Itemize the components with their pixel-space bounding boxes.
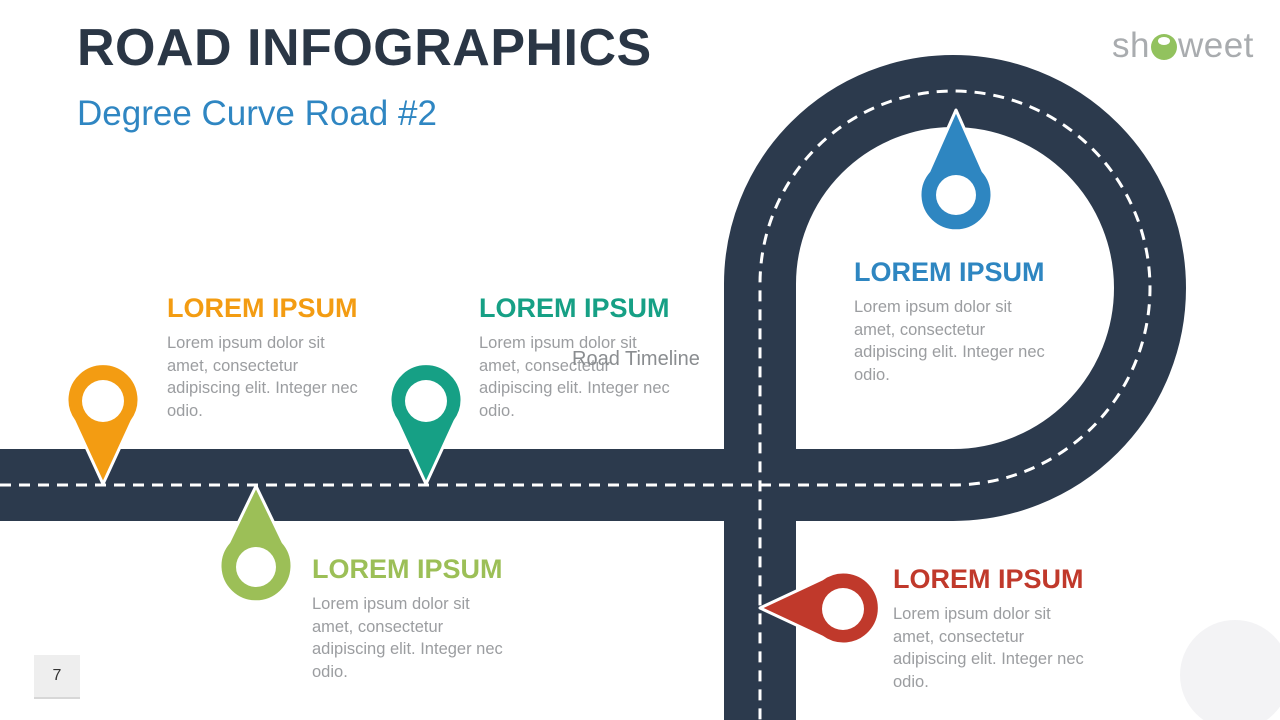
milestone-heading: LOREM IPSUM <box>312 554 503 584</box>
map-pin-icon <box>758 570 881 646</box>
milestone-heading: LOREM IPSUM <box>167 293 358 323</box>
page-subtitle: Degree Curve Road #2 <box>77 94 437 133</box>
page-number: 7 <box>34 655 80 699</box>
logo-text-left: sh <box>1112 26 1150 65</box>
logo-leaf-icon <box>1150 34 1177 60</box>
milestone-text: Lorem ipsum dolor sit amet, consectetur … <box>479 334 670 420</box>
page-title: ROAD INFOGRAPHICS <box>77 19 652 77</box>
milestone-text: Lorem ipsum dolor sit amet, consectetur … <box>893 605 1084 691</box>
milestone-heading: LOREM IPSUM <box>854 257 1045 287</box>
map-pin-icon <box>65 362 141 486</box>
logo-text-right: weet <box>1177 26 1254 65</box>
road-timeline-label: Road Timeline <box>572 348 700 370</box>
milestone-1: LOREM IPSUM Lorem ipsum dolor sit amet, … <box>167 293 367 422</box>
road-center-line <box>0 89 1152 720</box>
drop-pin-icon <box>918 108 994 233</box>
milestone-2: LOREM IPSUM Lorem ipsum dolor sit amet, … <box>312 554 512 683</box>
milestone-text: Lorem ipsum dolor sit amet, consectetur … <box>167 334 358 420</box>
drop-pin-icon <box>218 484 294 604</box>
milestone-heading: LOREM IPSUM <box>893 564 1084 594</box>
milestone-3: LOREM IPSUM Lorem ipsum dolor sit amet, … <box>479 293 679 422</box>
milestone-text: Lorem ipsum dolor sit amet, consectetur … <box>854 298 1045 384</box>
milestone-5: LOREM IPSUM Lorem ipsum dolor sit amet, … <box>893 564 1093 693</box>
milestone-text: Lorem ipsum dolor sit amet, consectetur … <box>312 595 503 681</box>
milestone-heading: LOREM IPSUM <box>479 293 670 323</box>
map-pin-icon <box>388 362 464 486</box>
road <box>0 55 1186 720</box>
milestone-4: LOREM IPSUM Lorem ipsum dolor sit amet, … <box>854 257 1054 386</box>
watermark-leaf-icon <box>1180 620 1280 720</box>
